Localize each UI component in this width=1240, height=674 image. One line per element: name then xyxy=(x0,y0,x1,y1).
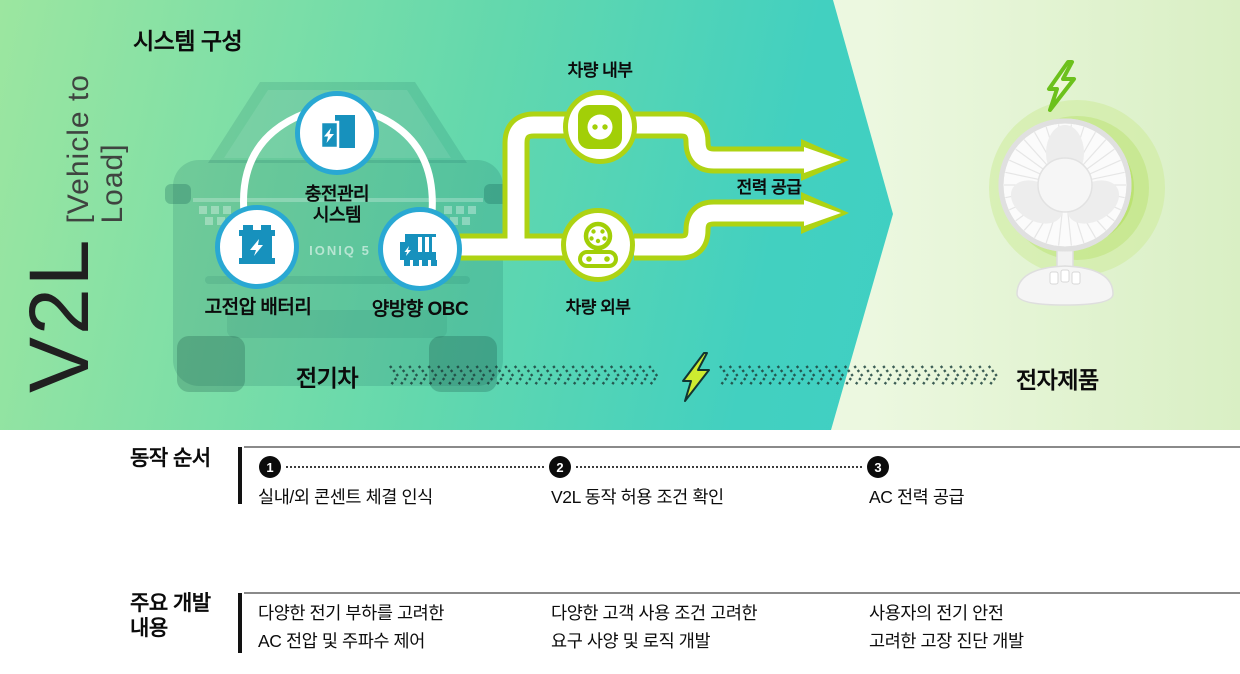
lightning-icon xyxy=(682,352,710,402)
step-2-number: 2 xyxy=(549,456,571,478)
charge-port-icon xyxy=(578,221,618,268)
outlet-icon xyxy=(578,105,622,149)
development-item-2: 다양한 고객 사용 조건 고려한 요구 사양 및 로직 개발 xyxy=(551,603,758,651)
step-3-number: 3 xyxy=(867,456,889,478)
sequence-bar xyxy=(238,447,242,504)
fan-lightning-icon xyxy=(1047,60,1076,112)
development-rule xyxy=(244,592,1240,594)
development-item-3: 사용자의 전기 안전 고려한 고장 진단 개발 xyxy=(869,603,1024,651)
development-item-1: 다양한 전기 부하를 고려한 AC 전압 및 주파수 제어 xyxy=(258,603,445,651)
sequence-rule xyxy=(244,446,1240,448)
power-flow-pipes xyxy=(438,111,849,261)
charge-management-icon xyxy=(319,115,355,150)
step-3-text: AC 전력 공급 xyxy=(869,487,965,507)
power-supply-label: 전력 공급 xyxy=(736,178,802,197)
appliance-label: 전자제품 xyxy=(1016,367,1099,393)
obc-icon xyxy=(400,234,437,266)
step-1-text: 실내/외 콘센트 체결 인식 xyxy=(258,487,433,507)
step-connector-1 xyxy=(286,466,544,468)
interior-label: 차량 내부 xyxy=(567,61,633,80)
charge-management-label: 충전관리 시스템 xyxy=(304,184,370,225)
car-badge: IONIQ 5 xyxy=(309,243,371,258)
step-2-text: V2L 동작 허용 조건 확인 xyxy=(551,487,724,507)
battery-node xyxy=(215,205,299,289)
battery-label: 고전압 배터리 xyxy=(204,297,312,318)
hero-section: IONIQ 5 V2L [Vehicle to Load] 시스템 구성 xyxy=(0,0,1240,430)
charge-management-node xyxy=(295,91,379,175)
interior-outlet-node xyxy=(563,90,637,164)
chevron-flow xyxy=(389,352,999,402)
hero-title: 시스템 구성 xyxy=(133,28,243,54)
development-section-label: 주요 개발 내용 xyxy=(130,592,211,640)
ev-label: 전기차 xyxy=(296,365,358,391)
obc-node xyxy=(378,207,462,291)
obc-label: 양방향 OBC xyxy=(371,299,469,320)
step-1-number: 1 xyxy=(259,456,281,478)
sequence-section-label: 동작 순서 xyxy=(130,447,211,470)
fan-image xyxy=(989,60,1165,306)
step-connector-2 xyxy=(576,466,862,468)
development-bar xyxy=(238,593,242,653)
exterior-port-node xyxy=(561,208,635,282)
battery-icon xyxy=(239,225,275,264)
exterior-label: 차량 외부 xyxy=(565,298,631,317)
